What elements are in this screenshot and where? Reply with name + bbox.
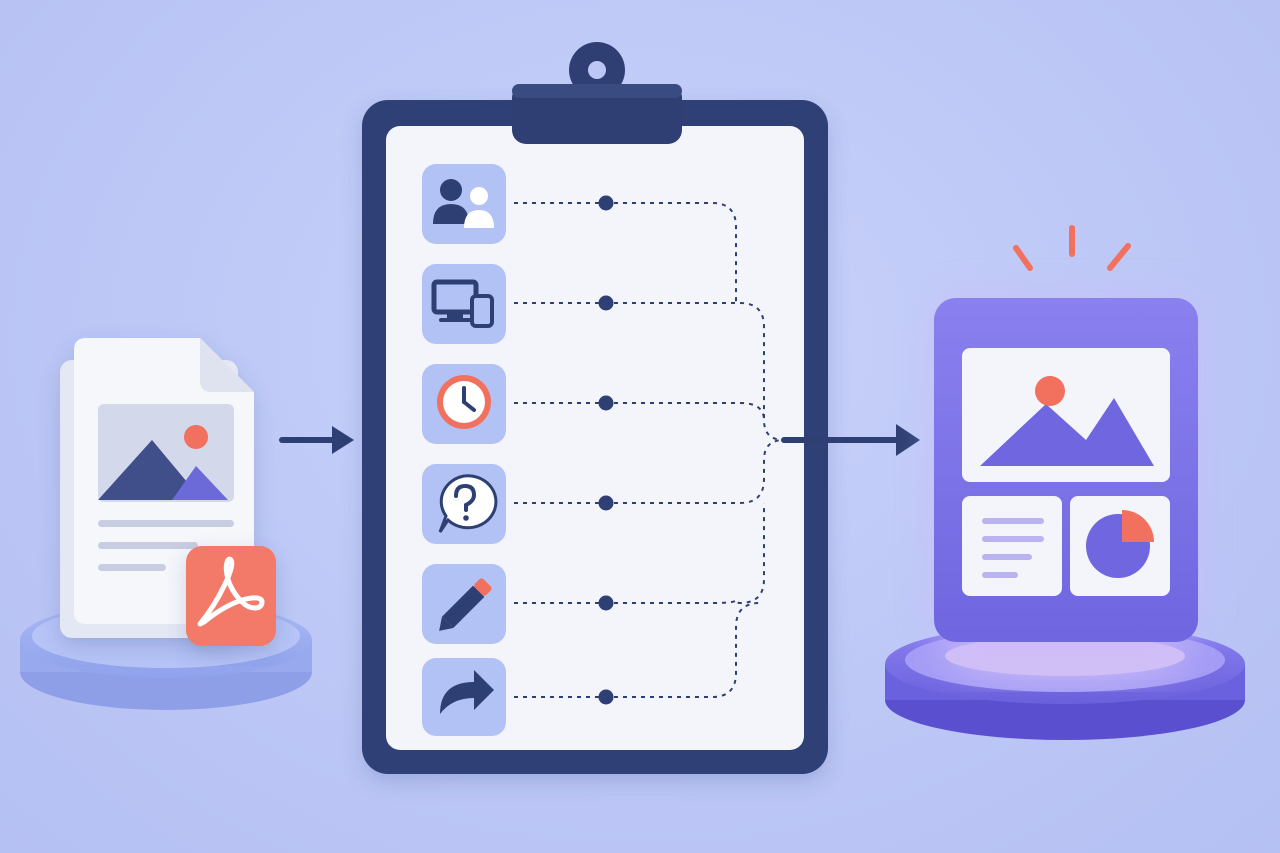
checklist-item bbox=[422, 658, 614, 736]
checklist-item bbox=[422, 264, 614, 344]
arrow-to-checklist bbox=[279, 426, 354, 454]
pdf-acrobat-icon bbox=[186, 546, 276, 646]
clock-icon bbox=[437, 375, 491, 429]
right-pedestal bbox=[885, 624, 1245, 740]
checklist-item bbox=[422, 564, 614, 644]
share-arrow-icon bbox=[440, 670, 494, 714]
checklist-item bbox=[422, 164, 614, 244]
devices-icon bbox=[431, 279, 494, 328]
merge-connectors bbox=[614, 202, 785, 698]
interactive-content-icon bbox=[934, 298, 1198, 642]
question-bubble-icon bbox=[438, 474, 498, 533]
checklist-item bbox=[422, 464, 614, 544]
result-group bbox=[885, 225, 1245, 740]
pencil-icon bbox=[439, 578, 492, 631]
clipboard-clip bbox=[512, 42, 682, 144]
users-icon bbox=[433, 179, 494, 228]
sparkle-rays bbox=[1013, 225, 1131, 271]
checklist-item bbox=[422, 364, 614, 444]
checklist-items bbox=[422, 164, 614, 736]
source-document-group bbox=[20, 338, 312, 710]
arrow-to-result bbox=[781, 424, 920, 456]
